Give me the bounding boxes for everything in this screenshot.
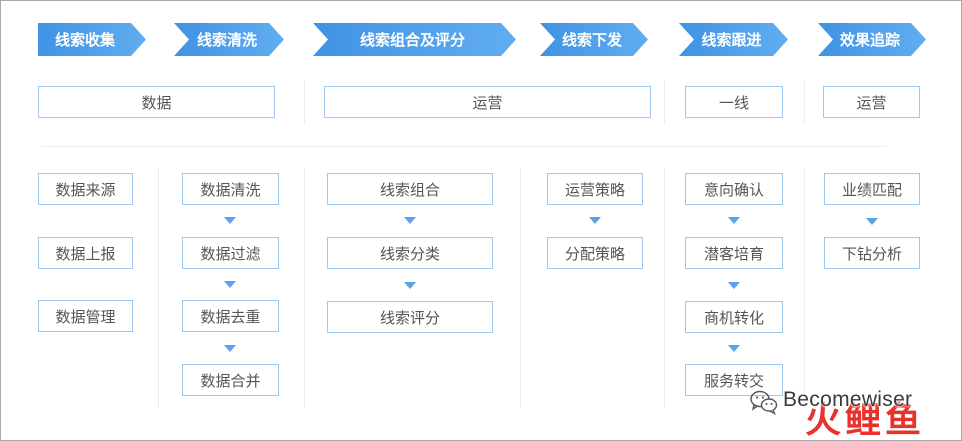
role-operations-tracking: 运营 (823, 86, 920, 118)
stage-lead-cleaning: 线索清洗 (174, 23, 284, 56)
role-separator (304, 81, 305, 125)
step-box: 潜客培育 (685, 237, 783, 269)
column-separator (304, 169, 305, 407)
step-box: 商机转化 (685, 301, 783, 333)
down-arrow-icon (866, 218, 878, 225)
step-box: 业绩匹配 (824, 173, 920, 205)
role-separator (664, 81, 665, 125)
role-separator (804, 81, 805, 125)
wechat-icon (750, 390, 778, 415)
down-arrow-icon (728, 345, 740, 352)
down-arrow-icon (404, 282, 416, 289)
stage-lead-distribution: 线索下发 (540, 23, 648, 56)
section-divider (41, 146, 886, 147)
step-box: 数据去重 (182, 300, 279, 332)
step-box: 分配策略 (547, 237, 643, 269)
down-arrow-icon (589, 217, 601, 224)
column-separator (158, 169, 159, 407)
step-box: 意向确认 (685, 173, 783, 205)
down-arrow-icon (728, 217, 740, 224)
role-data: 数据 (38, 86, 275, 118)
role-frontline: 一线 (685, 86, 783, 118)
step-box: 数据来源 (38, 173, 133, 205)
step-box: 数据清洗 (182, 173, 279, 205)
stage-lead-collection: 线索收集 (38, 23, 146, 56)
step-box: 数据合并 (182, 364, 279, 396)
step-box: 线索分类 (327, 237, 493, 269)
down-arrow-icon (224, 217, 236, 224)
stage-lead-combination-scoring: 线索组合及评分 (313, 23, 516, 56)
watermark-text: Becomewiser (783, 388, 913, 411)
brand-logo: 火鲤鱼 (805, 399, 926, 440)
step-box: 下钻分析 (824, 237, 920, 269)
step-box: 数据管理 (38, 300, 133, 332)
stage-effect-tracking: 效果追踪 (818, 23, 926, 56)
column-separator (520, 169, 521, 407)
role-operations: 运营 (324, 86, 651, 118)
column-separator (804, 169, 805, 407)
step-box: 线索组合 (327, 173, 493, 205)
down-arrow-icon (404, 217, 416, 224)
down-arrow-icon (224, 281, 236, 288)
step-box: 线索评分 (327, 301, 493, 333)
down-arrow-icon (728, 282, 740, 289)
column-separator (664, 169, 665, 407)
step-box: 数据过滤 (182, 237, 279, 269)
stage-lead-follow-up: 线索跟进 (679, 23, 788, 56)
step-box: 服务转交 (685, 364, 783, 396)
step-box: 数据上报 (38, 237, 133, 269)
step-box: 运营策略 (547, 173, 643, 205)
down-arrow-icon (224, 345, 236, 352)
